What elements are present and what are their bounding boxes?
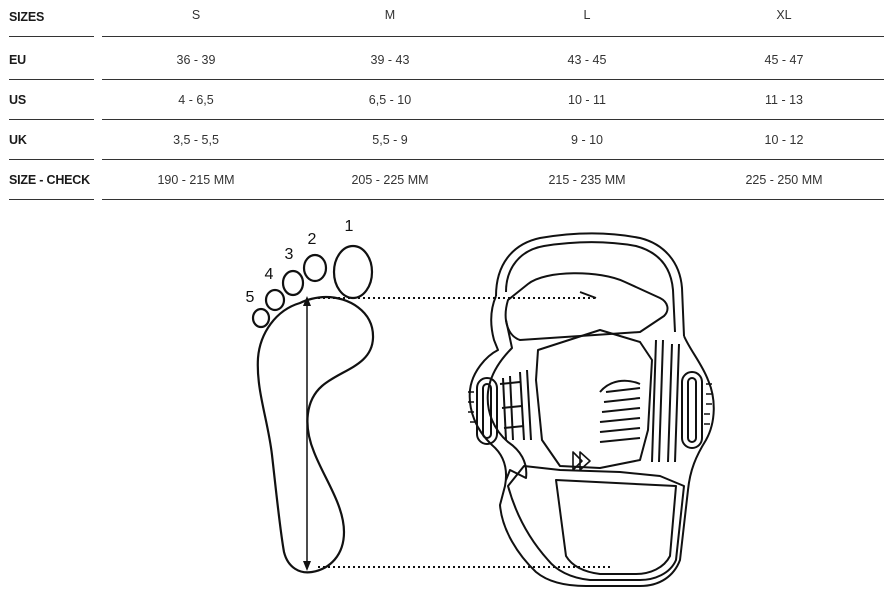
toe-3	[281, 269, 305, 297]
row-label: US	[9, 93, 26, 107]
toe-2	[302, 253, 328, 283]
table-cell: 5,5 - 9	[372, 133, 408, 147]
size-table: SIZES S M L XL EU 36 - 39 39 - 43 43 - 4…	[9, 0, 884, 200]
table-cell: 10 - 12	[764, 133, 804, 147]
table-row-uk: UK 3,5 - 5,5 5,5 - 9 9 - 10 10 - 12	[9, 120, 884, 160]
toe-number-5: 5	[246, 289, 255, 306]
row-label: EU	[9, 53, 26, 67]
table-cell: 45 - 47	[764, 53, 804, 67]
toe-5	[251, 307, 271, 329]
column-header-l: L	[583, 8, 591, 22]
duotone-logo	[572, 451, 591, 471]
divider	[9, 159, 94, 160]
table-row-eu: EU 36 - 39 39 - 43 43 - 45 45 - 47	[9, 40, 884, 80]
table-cell: 39 - 43	[370, 53, 410, 67]
table-cell: 3,5 - 5,5	[173, 133, 219, 147]
divider	[9, 79, 94, 80]
table-cell: 6,5 - 10	[368, 93, 412, 107]
row-label: UK	[9, 133, 27, 147]
table-cell: 190 - 215 MM	[157, 173, 235, 187]
divider	[9, 119, 94, 120]
size-check-illustration: 1 2 3 4 5	[0, 200, 892, 604]
divider	[102, 119, 884, 120]
illustration-canvas: 1 2 3 4 5	[246, 218, 715, 587]
table-cell: 215 - 235 MM	[548, 173, 626, 187]
table-cell: 36 - 39	[176, 53, 216, 67]
table-row-us: US 4 - 6,5 6,5 - 10 10 - 11 11 - 13	[9, 80, 884, 120]
toe-number-3: 3	[285, 246, 294, 263]
divider	[102, 159, 884, 160]
divider	[102, 199, 884, 200]
toe-4	[264, 288, 286, 312]
divider	[102, 79, 884, 80]
table-header-row: SIZES S M L XL	[9, 0, 884, 40]
table-cell: 205 - 225 MM	[351, 173, 429, 187]
table-row-size-check: SIZE - CHECK 190 - 215 MM 205 - 225 MM 2…	[9, 160, 884, 200]
foot-outline-icon	[251, 244, 375, 574]
table-cell: 10 - 11	[568, 93, 606, 107]
column-header-s: S	[191, 8, 201, 22]
table-cell: 9 - 10	[571, 133, 603, 147]
toe-1	[332, 244, 374, 300]
divider	[9, 199, 94, 200]
column-header-m: M	[384, 8, 396, 22]
row-label: SIZE - CHECK	[9, 173, 90, 187]
footstrap-binding-icon	[468, 232, 715, 587]
table-cell: 4 - 6,5	[178, 93, 214, 107]
table-cell: 11 - 13	[765, 93, 803, 107]
length-arrow	[303, 296, 311, 571]
toe-number-4: 4	[265, 266, 274, 283]
divider	[9, 36, 94, 37]
dotted-guide-lines	[318, 297, 612, 568]
column-header-xl: XL	[776, 8, 792, 22]
header-label: SIZES	[9, 10, 45, 24]
toe-number-1: 1	[345, 218, 354, 235]
divider	[102, 36, 884, 37]
table-cell: 43 - 45	[567, 53, 607, 67]
toe-number-2: 2	[308, 231, 317, 248]
table-cell: 225 - 250 MM	[745, 173, 823, 187]
